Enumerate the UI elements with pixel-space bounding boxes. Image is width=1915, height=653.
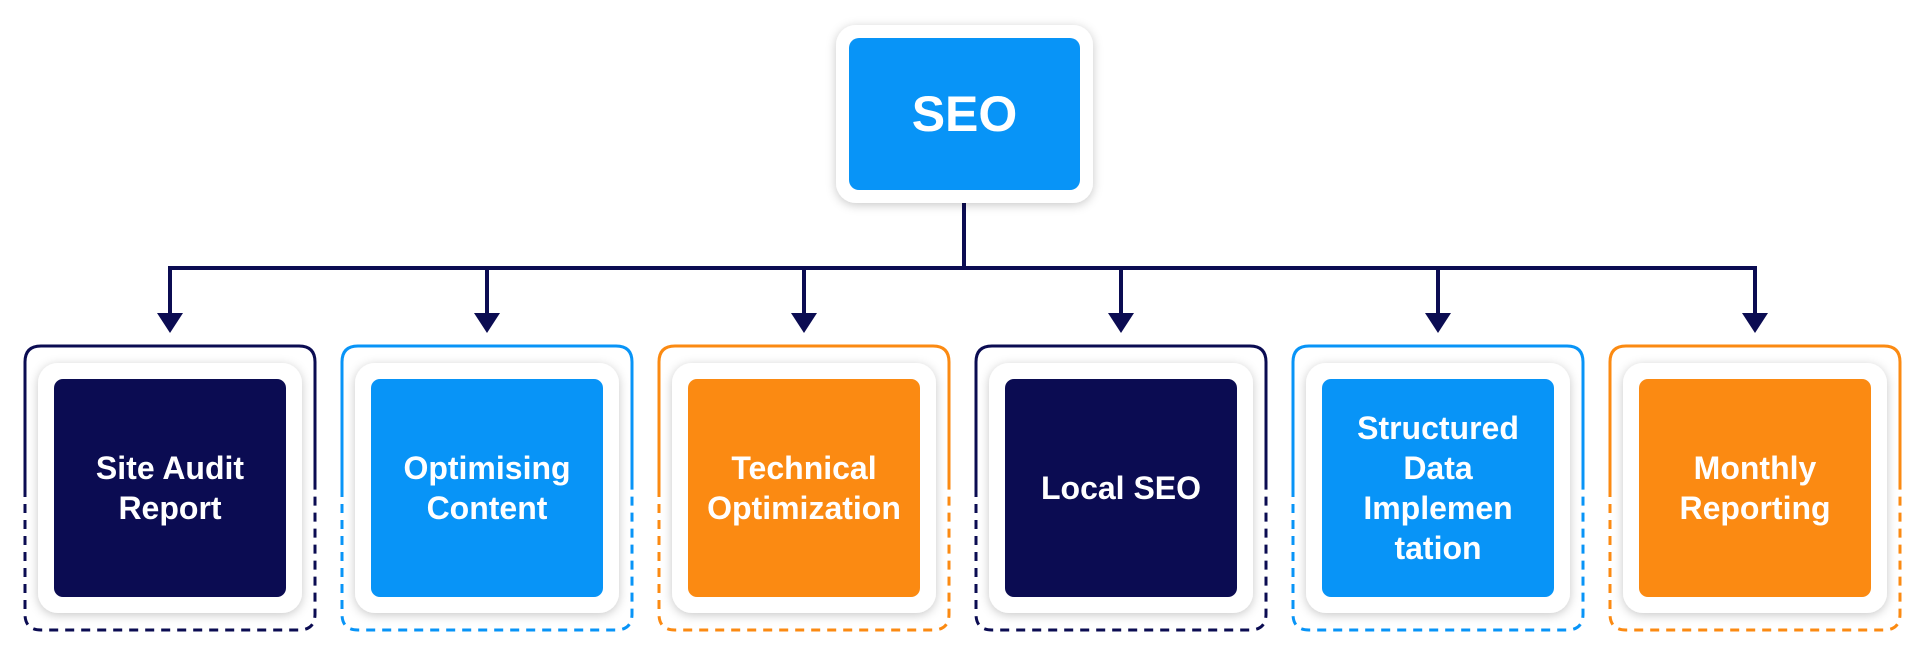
child-label-line: Report: [118, 490, 221, 526]
child-frame-dashed: [974, 488, 1268, 632]
child-frame-solid: [23, 344, 317, 488]
child-frame-solid: [1291, 344, 1585, 488]
child-card-fill: [54, 379, 286, 597]
child-label-line: Technical: [731, 450, 876, 486]
root-node-label: SEO: [912, 86, 1018, 142]
child-frame-dashed: [23, 488, 317, 632]
child-label-line: Data: [1403, 450, 1473, 486]
child-frame-dashed: [657, 488, 951, 632]
arrow-head-icon: [1742, 313, 1768, 333]
child-label-line: Monthly: [1694, 450, 1817, 486]
child-label-line: Structured: [1357, 410, 1519, 446]
child-card-fill: [1005, 379, 1237, 597]
child-frame-dashed: [1291, 488, 1585, 632]
child-label-line: Content: [427, 490, 548, 526]
child-label-line: Optimization: [707, 490, 901, 526]
child-card-fill: [1639, 379, 1871, 597]
child-label-line: tation: [1394, 530, 1481, 566]
child-frame-solid: [657, 344, 951, 488]
child-label-line: Optimising: [403, 450, 570, 486]
child-label-line: Site Audit: [96, 450, 244, 486]
child-card-fill: [371, 379, 603, 597]
arrow-head-icon: [1425, 313, 1451, 333]
child-frame-solid: [974, 344, 1268, 488]
root-node-fill: [849, 38, 1080, 190]
child-label-line: Reporting: [1679, 490, 1830, 526]
root-node-seo: SEO: [836, 25, 1093, 203]
connector-lines: [157, 203, 1768, 333]
arrow-head-icon: [791, 313, 817, 333]
child-frame-dashed: [1608, 488, 1902, 632]
child-frame-solid: [340, 344, 634, 488]
child-frame-solid: [1608, 344, 1902, 488]
arrow-head-icon: [1108, 313, 1134, 333]
arrow-head-icon: [157, 313, 183, 333]
child-label-line: Implemen: [1363, 490, 1512, 526]
child-frame-dashed: [340, 488, 634, 632]
child-card-fill: [1322, 379, 1554, 597]
child-card-fill: [688, 379, 920, 597]
child-nodes: Site AuditReportOptimisingContentTechnic…: [23, 344, 1902, 632]
child-label-line: Local SEO: [1041, 470, 1201, 506]
arrow-head-icon: [474, 313, 500, 333]
child-node-4: Local SEO: [974, 344, 1268, 632]
